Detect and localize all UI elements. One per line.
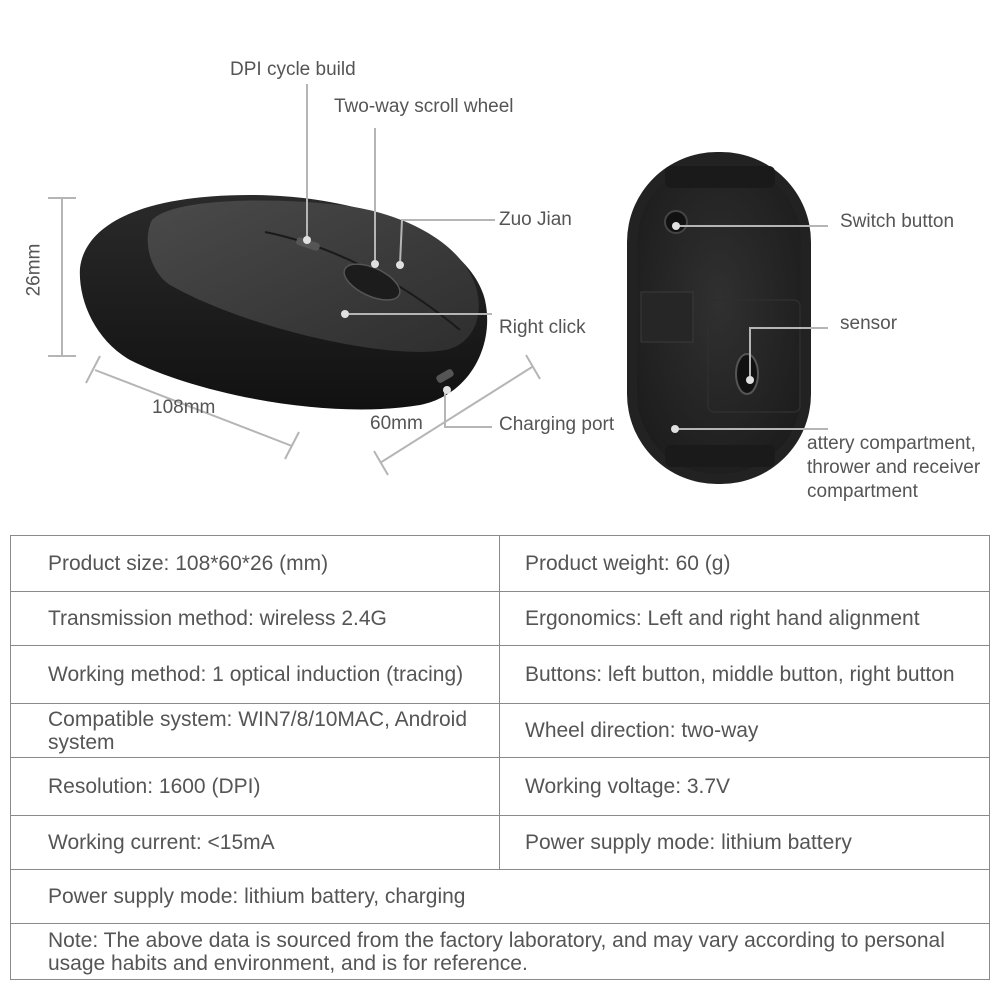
- table-row: Transmission method: wireless 2.4G Ergon…: [10, 591, 990, 646]
- battery-cover: [707, 299, 801, 413]
- label-charging-port: Charging port: [499, 414, 615, 435]
- label-right-click: Right click: [499, 317, 586, 338]
- table-row: Resolution: 1600 (DPI) Working voltage: …: [10, 757, 990, 816]
- spec-cell: Working current: <15mA: [10, 815, 500, 870]
- leader-dots: [303, 222, 754, 433]
- spec-cell: Working voltage: 3.7V: [499, 757, 990, 816]
- bottom-foot-pad: [665, 445, 775, 467]
- dpi-button: [296, 237, 320, 251]
- table-row: Note: The above data is sourced from the…: [10, 923, 990, 980]
- table-row: Working current: <15mA Power supply mode…: [10, 815, 990, 870]
- label-battery-compartment: attery compartment, thrower and receiver…: [807, 433, 981, 502]
- leader-lines: [48, 84, 828, 476]
- spec-cell: Ergonomics: Left and right hand alignmen…: [499, 591, 990, 646]
- spec-cell: Compatible system: WIN7/8/10MAC, Android…: [10, 703, 500, 758]
- table-row: Working method: 1 optical induction (tra…: [10, 645, 990, 704]
- label-dimension-width: 60mm: [370, 413, 423, 434]
- charging-port-slot: [436, 369, 454, 383]
- spec-cell: Transmission method: wireless 2.4G: [10, 591, 500, 646]
- spec-table: Product size: 108*60*26 (mm) Product wei…: [10, 535, 990, 980]
- spec-cell: Resolution: 1600 (DPI): [10, 757, 500, 816]
- spec-cell: Buttons: left button, middle button, rig…: [499, 645, 990, 704]
- table-row: Power supply mode: lithium battery, char…: [10, 869, 990, 924]
- receiver-compartment: [640, 291, 694, 343]
- label-dpi-cycle: DPI cycle build: [230, 59, 356, 80]
- label-zuo-jian: Zuo Jian: [499, 209, 572, 230]
- spec-cell: Power supply mode: lithium battery: [499, 815, 990, 870]
- label-switch-button: Switch button: [840, 211, 955, 232]
- top-foot-pad: [665, 166, 775, 188]
- label-dimension-length: 108mm: [152, 397, 216, 418]
- bottom-plate: [637, 162, 801, 474]
- table-row: Product size: 108*60*26 (mm) Product wei…: [10, 535, 990, 592]
- product-diagram: DPI cycle build Two-way scroll wheel Zuo…: [23, 59, 981, 502]
- spec-cell-full: Power supply mode: lithium battery, char…: [10, 869, 990, 924]
- spec-cell: Product weight: 60 (g): [499, 535, 990, 592]
- scroll-wheel: [343, 263, 401, 301]
- label-dimension-height: 26mm: [23, 243, 45, 297]
- spec-cell: Product size: 108*60*26 (mm): [10, 535, 500, 592]
- spec-cell: Wheel direction: two-way: [499, 703, 990, 758]
- mouse-side-view: [79, 195, 488, 410]
- spec-cell: Working method: 1 optical induction (tra…: [10, 645, 500, 704]
- mouse-bottom-view: [627, 152, 811, 484]
- table-row: Compatible system: WIN7/8/10MAC, Android…: [10, 703, 990, 758]
- spec-note: Note: The above data is sourced from the…: [10, 923, 990, 980]
- label-scroll-wheel: Two-way scroll wheel: [334, 96, 514, 117]
- sensor-lens: [735, 353, 759, 395]
- diagram-graphics: [48, 84, 828, 484]
- label-sensor: sensor: [840, 313, 898, 334]
